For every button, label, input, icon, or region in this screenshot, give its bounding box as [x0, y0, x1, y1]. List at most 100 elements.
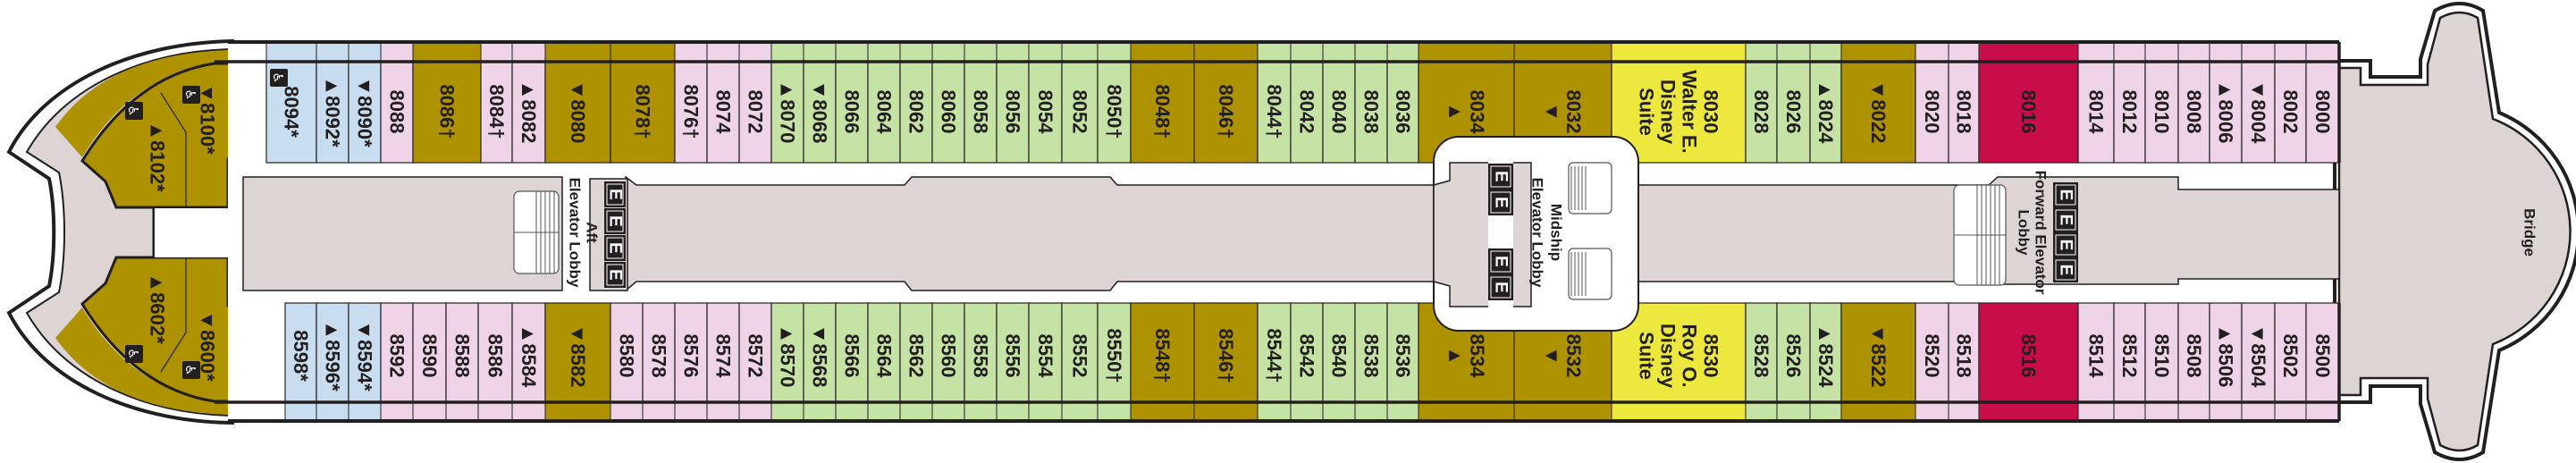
cabin-room — [1097, 302, 1132, 403]
cabin[interactable]: 8046† — [1193, 41, 1259, 164]
cabin-number: 8066 — [841, 90, 863, 134]
cabin[interactable]: 8050† — [1097, 41, 1132, 164]
cabin[interactable]: ▼8504 — [2241, 302, 2276, 422]
cabin[interactable]: 8012 — [2113, 41, 2146, 164]
cabin[interactable]: ▲8070 — [770, 41, 804, 164]
cabin[interactable]: 8076† — [674, 41, 708, 164]
cabin-balcony — [480, 41, 513, 63]
cabin[interactable]: 8040 — [1322, 41, 1356, 164]
cabin[interactable]: 8556 — [996, 302, 1030, 422]
cabin-number: 8540 — [1328, 334, 1351, 378]
cabin[interactable]: ▼8582 — [544, 302, 611, 422]
cabin[interactable]: 8010 — [2144, 41, 2179, 164]
cabin[interactable]: ▲8092* — [316, 41, 349, 164]
cabin[interactable]: 8066 — [835, 41, 869, 164]
cabin[interactable]: ▼8080 — [544, 41, 611, 164]
cabin[interactable]: 8544† — [1257, 302, 1292, 422]
cabin[interactable]: 8588 — [445, 302, 479, 422]
cabin-label: ▼8522 — [1867, 324, 1890, 388]
cabin[interactable]: 8578 — [642, 302, 676, 422]
cabin[interactable]: 8548† — [1130, 302, 1195, 422]
cabin[interactable]: 8554 — [1028, 302, 1063, 422]
cabin[interactable]: 8094*♿ — [265, 41, 317, 164]
cabin[interactable]: 8054 — [1028, 41, 1063, 164]
cabin[interactable]: 8002 — [2274, 41, 2307, 164]
cabin[interactable]: 8536 — [1386, 302, 1419, 422]
cabin[interactable]: ▲8082 — [511, 41, 546, 164]
cabin-label: 8088 — [386, 90, 408, 134]
cabin[interactable]: 8510 — [2144, 302, 2179, 422]
cabin[interactable]: 8562 — [899, 302, 933, 422]
cabin[interactable]: ▲8024 — [1809, 41, 1842, 164]
cabin[interactable]: 8598* — [284, 302, 317, 422]
stern — [6, 38, 268, 425]
cabin[interactable]: 8538 — [1354, 302, 1388, 422]
cabin[interactable]: ▲8006 — [2209, 41, 2243, 164]
cabin-balcony — [1130, 41, 1195, 63]
cabin[interactable]: 8576 — [674, 302, 708, 422]
cabin-room — [2305, 302, 2340, 403]
suite-number[interactable]: ▲8102* — [147, 121, 169, 192]
cabin[interactable]: 8542 — [1290, 302, 1324, 422]
cabin-label: 8510 — [2151, 334, 2173, 378]
cabin[interactable]: 8020 — [1915, 41, 1949, 164]
cabin[interactable]: 8540 — [1322, 302, 1356, 422]
cabin[interactable]: 8560 — [931, 302, 965, 422]
cabin[interactable]: ▲8524 — [1809, 302, 1842, 422]
cabin-balcony — [1322, 41, 1356, 63]
cabin[interactable]: 8534▲ — [1418, 302, 1515, 422]
cabin[interactable]: 8552 — [1061, 302, 1099, 422]
cabin[interactable]: 8072 — [738, 41, 772, 164]
svg-text:E: E — [1492, 282, 1511, 293]
cabin[interactable]: 8038 — [1354, 41, 1388, 164]
cabin[interactable]: 8590 — [412, 302, 447, 422]
cabin[interactable]: 8016 — [1978, 41, 2079, 164]
cabin-number: 8060 — [938, 90, 960, 134]
cabin[interactable]: 8042 — [1290, 41, 1324, 164]
midship-lobby-core — [1433, 162, 1532, 307]
cabin[interactable]: 8580 — [610, 302, 644, 422]
cabin[interactable]: 8048† — [1130, 41, 1195, 164]
svg-text:E: E — [2057, 265, 2075, 276]
cabin[interactable]: ▼8568 — [803, 302, 837, 422]
cabin[interactable]: ▲8506 — [2209, 302, 2243, 422]
cabin[interactable]: 8520 — [1915, 302, 1949, 422]
cabin[interactable]: 8566 — [835, 302, 869, 422]
cabin[interactable]: 8062 — [899, 41, 933, 164]
cabin[interactable]: 8008 — [2177, 41, 2210, 164]
cabin[interactable]: ▲8596* — [316, 302, 349, 422]
cabin[interactable]: 8060 — [931, 41, 965, 164]
cabin[interactable]: 8500 — [2305, 302, 2340, 422]
cabin-room — [544, 302, 611, 403]
cabin[interactable]: 8508 — [2177, 302, 2210, 422]
cabin[interactable]: 8558 — [964, 302, 998, 422]
cabin-room — [480, 61, 513, 164]
cabin[interactable]: 8592 — [380, 302, 414, 422]
cabin-number: 8054 — [1034, 90, 1056, 135]
cabin[interactable]: 8550† — [1097, 302, 1132, 422]
cabin[interactable]: 8586 — [477, 302, 513, 422]
cabin[interactable]: ▲8584 — [511, 302, 546, 422]
cabin[interactable]: 8574 — [706, 302, 740, 422]
cabin[interactable]: ▼8022 — [1840, 41, 1916, 164]
cabin-number: 8546† — [1215, 328, 1237, 383]
cabin[interactable]: 8528 — [1745, 302, 1778, 422]
cabin[interactable]: 8026 — [1776, 41, 1811, 164]
suite-number[interactable]: ▲8602* — [147, 273, 169, 344]
cabin[interactable]: ▼8594* — [348, 302, 382, 422]
cabin[interactable]: ▼8068 — [803, 41, 837, 164]
cabin[interactable]: 8014 — [2077, 41, 2115, 164]
cabin[interactable]: 8074 — [706, 41, 740, 164]
cabin[interactable]: 8546† — [1193, 302, 1259, 422]
cabin-balcony — [1915, 41, 1949, 63]
cabin[interactable]: 8088 — [380, 41, 414, 164]
cabin[interactable]: 8502 — [2274, 302, 2307, 422]
stairs-icon — [1953, 184, 2007, 286]
cabin[interactable]: 8036 — [1386, 41, 1419, 164]
cabin[interactable]: 8000 — [2305, 41, 2340, 164]
cabin[interactable]: 8086† — [412, 41, 482, 164]
cabin[interactable]: 8564 — [867, 302, 901, 422]
cabin[interactable]: 8064 — [867, 41, 901, 164]
